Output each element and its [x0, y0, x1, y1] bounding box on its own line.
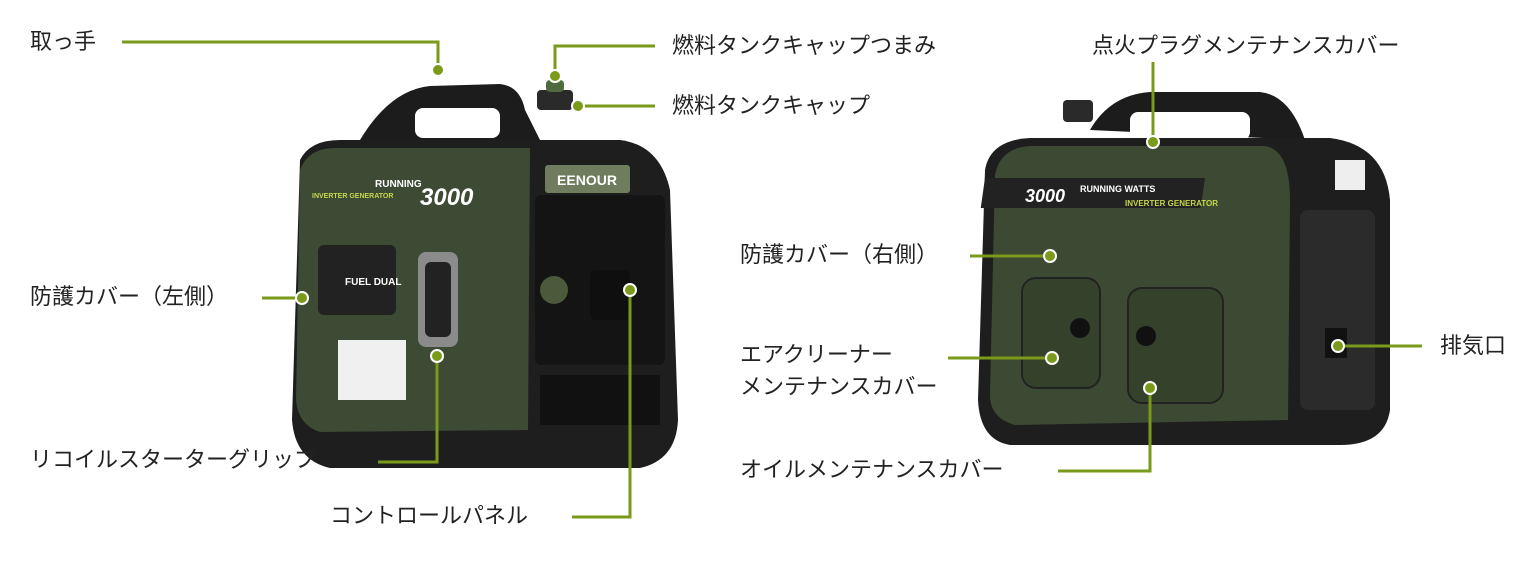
svg-text:INVERTER GENERATOR: INVERTER GENERATOR [1125, 199, 1218, 208]
svg-text:3000: 3000 [420, 184, 474, 211]
svg-text:RUNNING WATTS: RUNNING WATTS [1080, 184, 1155, 194]
label-fuel-cap-knob: 燃料タンクキャップつまみ [672, 34, 937, 59]
label-oil-cover: オイルメンテナンスカバー [740, 458, 1004, 483]
generator-front-left-view: EENOUR RUNNING 3000 INVERTER GENERATOR F… [292, 80, 678, 468]
svg-text:3000: 3000 [1025, 186, 1065, 206]
label-control-panel: コントロールパネル [330, 504, 529, 529]
svg-text:RUNNING: RUNNING [375, 179, 422, 190]
callout-dots [295, 63, 1345, 395]
label-exhaust: 排気口 [1440, 334, 1507, 359]
svg-text:INVERTER GENERATOR: INVERTER GENERATOR [312, 193, 393, 200]
label-cover-left: 防護カバー（左側） [30, 285, 229, 310]
label-cover-right: 防護カバー（右側） [740, 243, 939, 268]
label-air-cleaner-2: メンテナンスカバー [740, 375, 938, 400]
label-handle: 取っ手 [30, 30, 97, 55]
label-spark-plug-cover: 点火プラグメンテナンスカバー [1092, 34, 1400, 59]
svg-text:FUEL DUAL: FUEL DUAL [345, 277, 401, 288]
label-recoil: リコイルスターターグリップ [30, 448, 317, 473]
generator-rear-right-view: 3000 RUNNING WATTS INVERTER GENERATOR [978, 92, 1390, 445]
brand-logo: EENOUR [557, 172, 617, 188]
label-air-cleaner-1: エアクリーナー [740, 343, 893, 368]
callout-lines [122, 40, 1422, 519]
label-fuel-cap: 燃料タンクキャップ [672, 94, 871, 119]
